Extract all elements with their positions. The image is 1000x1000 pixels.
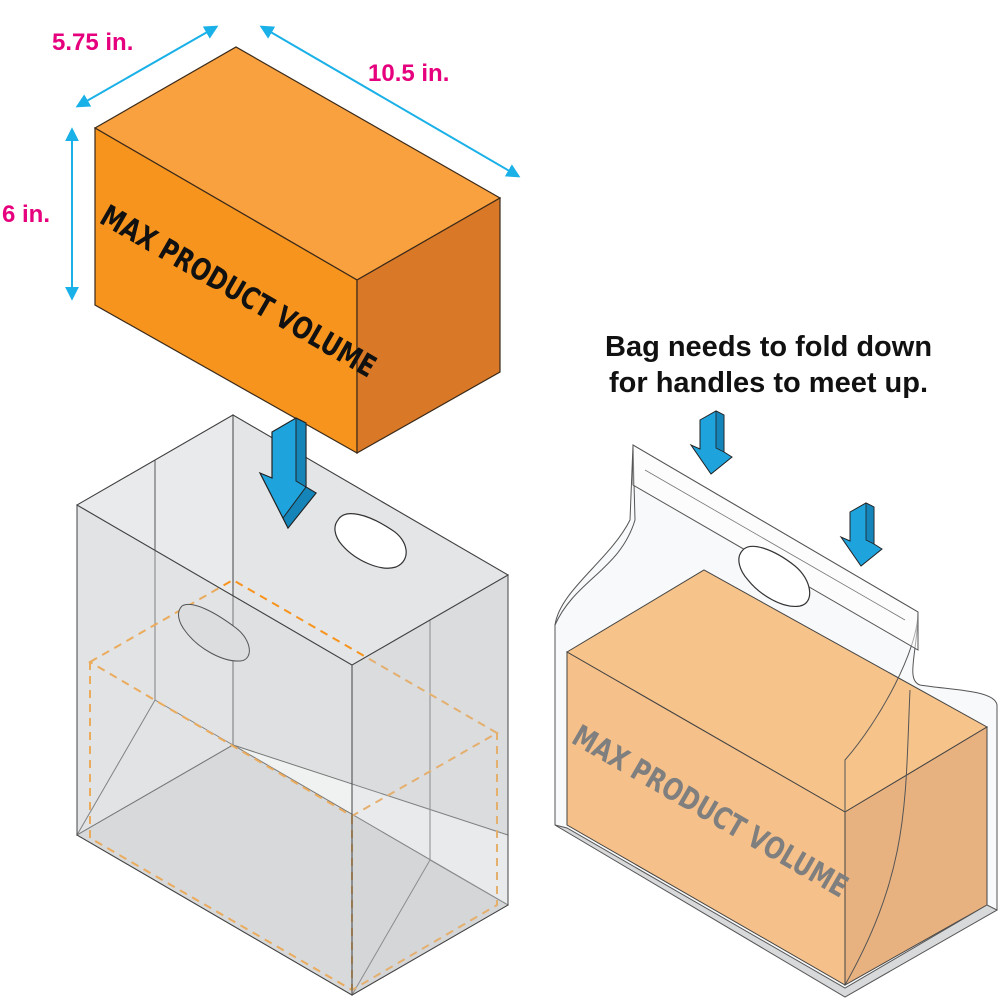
down-arrow-icon	[258, 417, 317, 530]
filled-bag-handle	[738, 545, 811, 607]
bag-opening	[76, 414, 509, 666]
product-box-side	[356, 196, 501, 455]
length-dimension-line	[259, 25, 521, 178]
down-arrow-icon	[689, 410, 733, 475]
dimension-lines	[65, 25, 521, 301]
filled-bag-base	[554, 824, 999, 998]
down-arrow-icon	[839, 502, 883, 567]
bag-front-handle	[178, 604, 250, 662]
product-box: MAX PRODUCT VOLUME	[93, 46, 502, 455]
filled-bag: MAX PRODUCT VOLUME	[554, 444, 999, 998]
note-line-2: for handles to meet up.	[609, 367, 928, 399]
open-bag	[76, 414, 509, 996]
width-dimension-label: 5.75 in.	[52, 29, 133, 56]
note-line-1: Bag needs to fold down	[605, 331, 932, 363]
filled-bag-front-flap	[632, 444, 919, 651]
length-dimension-label: 10.5 in.	[368, 60, 449, 87]
bag-back-handle	[334, 513, 407, 569]
width-dimension-line	[75, 25, 219, 108]
height-dimension-label: 6 in.	[2, 201, 50, 228]
filled-bag-left-gusset	[554, 444, 636, 626]
